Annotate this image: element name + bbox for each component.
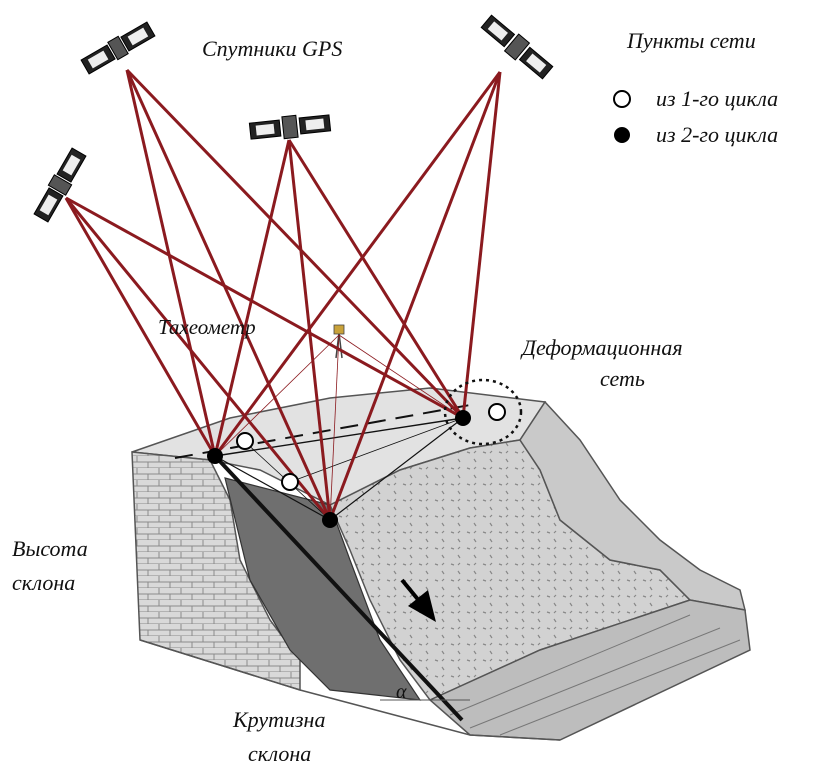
legend-cycle1: из 1-го цикла: [656, 86, 778, 111]
slope-steepness-label-1: Крутизна: [232, 707, 325, 732]
arrow-icon: [400, 578, 436, 622]
deformation-net-ellipse: [443, 378, 523, 446]
point-cycle2: [207, 448, 223, 464]
slope-height-label-2: склона: [12, 570, 75, 595]
legend-title: Пункты сети: [626, 28, 756, 53]
legend-cycle2: из 2-го цикла: [656, 122, 778, 147]
point-cycle1: [281, 473, 299, 491]
deformation-network-lines: [174, 404, 471, 521]
satellite-icon: [80, 21, 156, 75]
gps-rays: [64, 68, 502, 521]
slope-steepness-label-2: склона: [248, 741, 311, 766]
slope-height-label-1: Высота: [12, 536, 88, 561]
point-cycle1: [236, 432, 254, 450]
satellite-icon: [248, 114, 332, 140]
satellites-label: Спутники GPS: [202, 36, 342, 61]
tacheometer-label: Тахеометр: [158, 315, 256, 339]
filled-circle-marker: [614, 127, 630, 143]
satellite-icon: [33, 147, 87, 223]
point-cycle2: [455, 410, 471, 426]
deformation-net-label-2: сеть: [600, 366, 645, 391]
open-circle-marker: [613, 90, 631, 108]
slope-steepness-line: [213, 454, 464, 722]
network-points: [207, 403, 506, 528]
satellite-icon: [480, 14, 554, 80]
angle-label: α: [396, 681, 407, 703]
tacheometer-icon: [214, 324, 464, 521]
terrain-block: [131, 387, 751, 741]
point-cycle2: [322, 512, 338, 528]
deformation-net-label-1: Деформационная: [520, 335, 683, 360]
point-cycle1: [488, 403, 506, 421]
legend: Пункты сети из 1-го цикла из 2-го цикла: [613, 28, 778, 147]
